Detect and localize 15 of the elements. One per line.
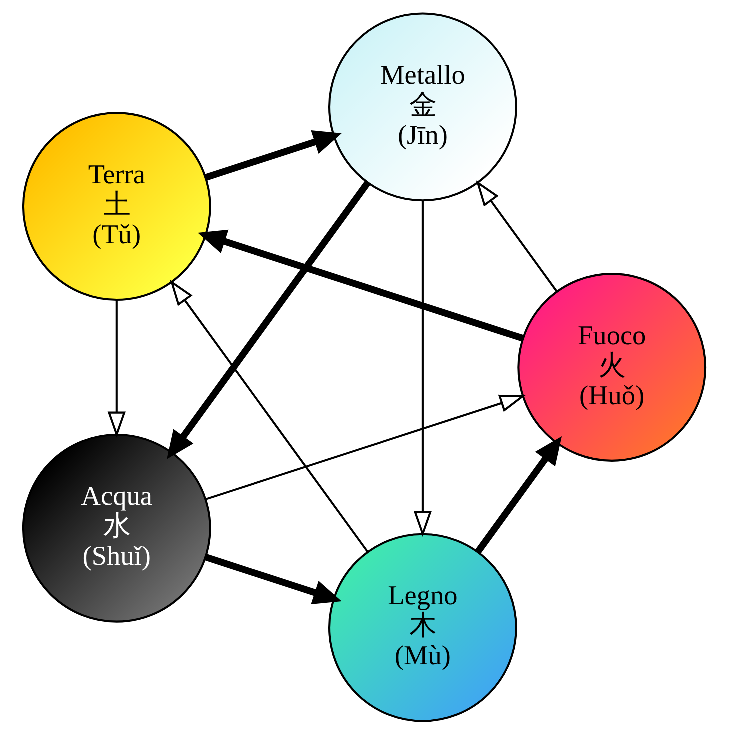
node-circle: Fuoco 火 (Huǒ) bbox=[518, 273, 707, 462]
node-circle: Acqua 水 (Shuǐ) bbox=[22, 434, 212, 623]
arrow bbox=[476, 180, 558, 292]
arrow bbox=[198, 230, 524, 342]
arrow bbox=[108, 300, 126, 438]
node-circle: Terra 土 (Tǔ) bbox=[22, 112, 212, 302]
arrow bbox=[204, 130, 342, 181]
arrow bbox=[167, 180, 371, 460]
arrow bbox=[170, 280, 369, 553]
arrow bbox=[204, 554, 342, 605]
arrow bbox=[206, 394, 526, 500]
arrow bbox=[414, 200, 432, 538]
node-circle: Metallo 金 (Jīn) bbox=[328, 12, 518, 202]
node-circle: Legno 木 (Mù) bbox=[328, 533, 518, 722]
arrow bbox=[475, 436, 562, 554]
